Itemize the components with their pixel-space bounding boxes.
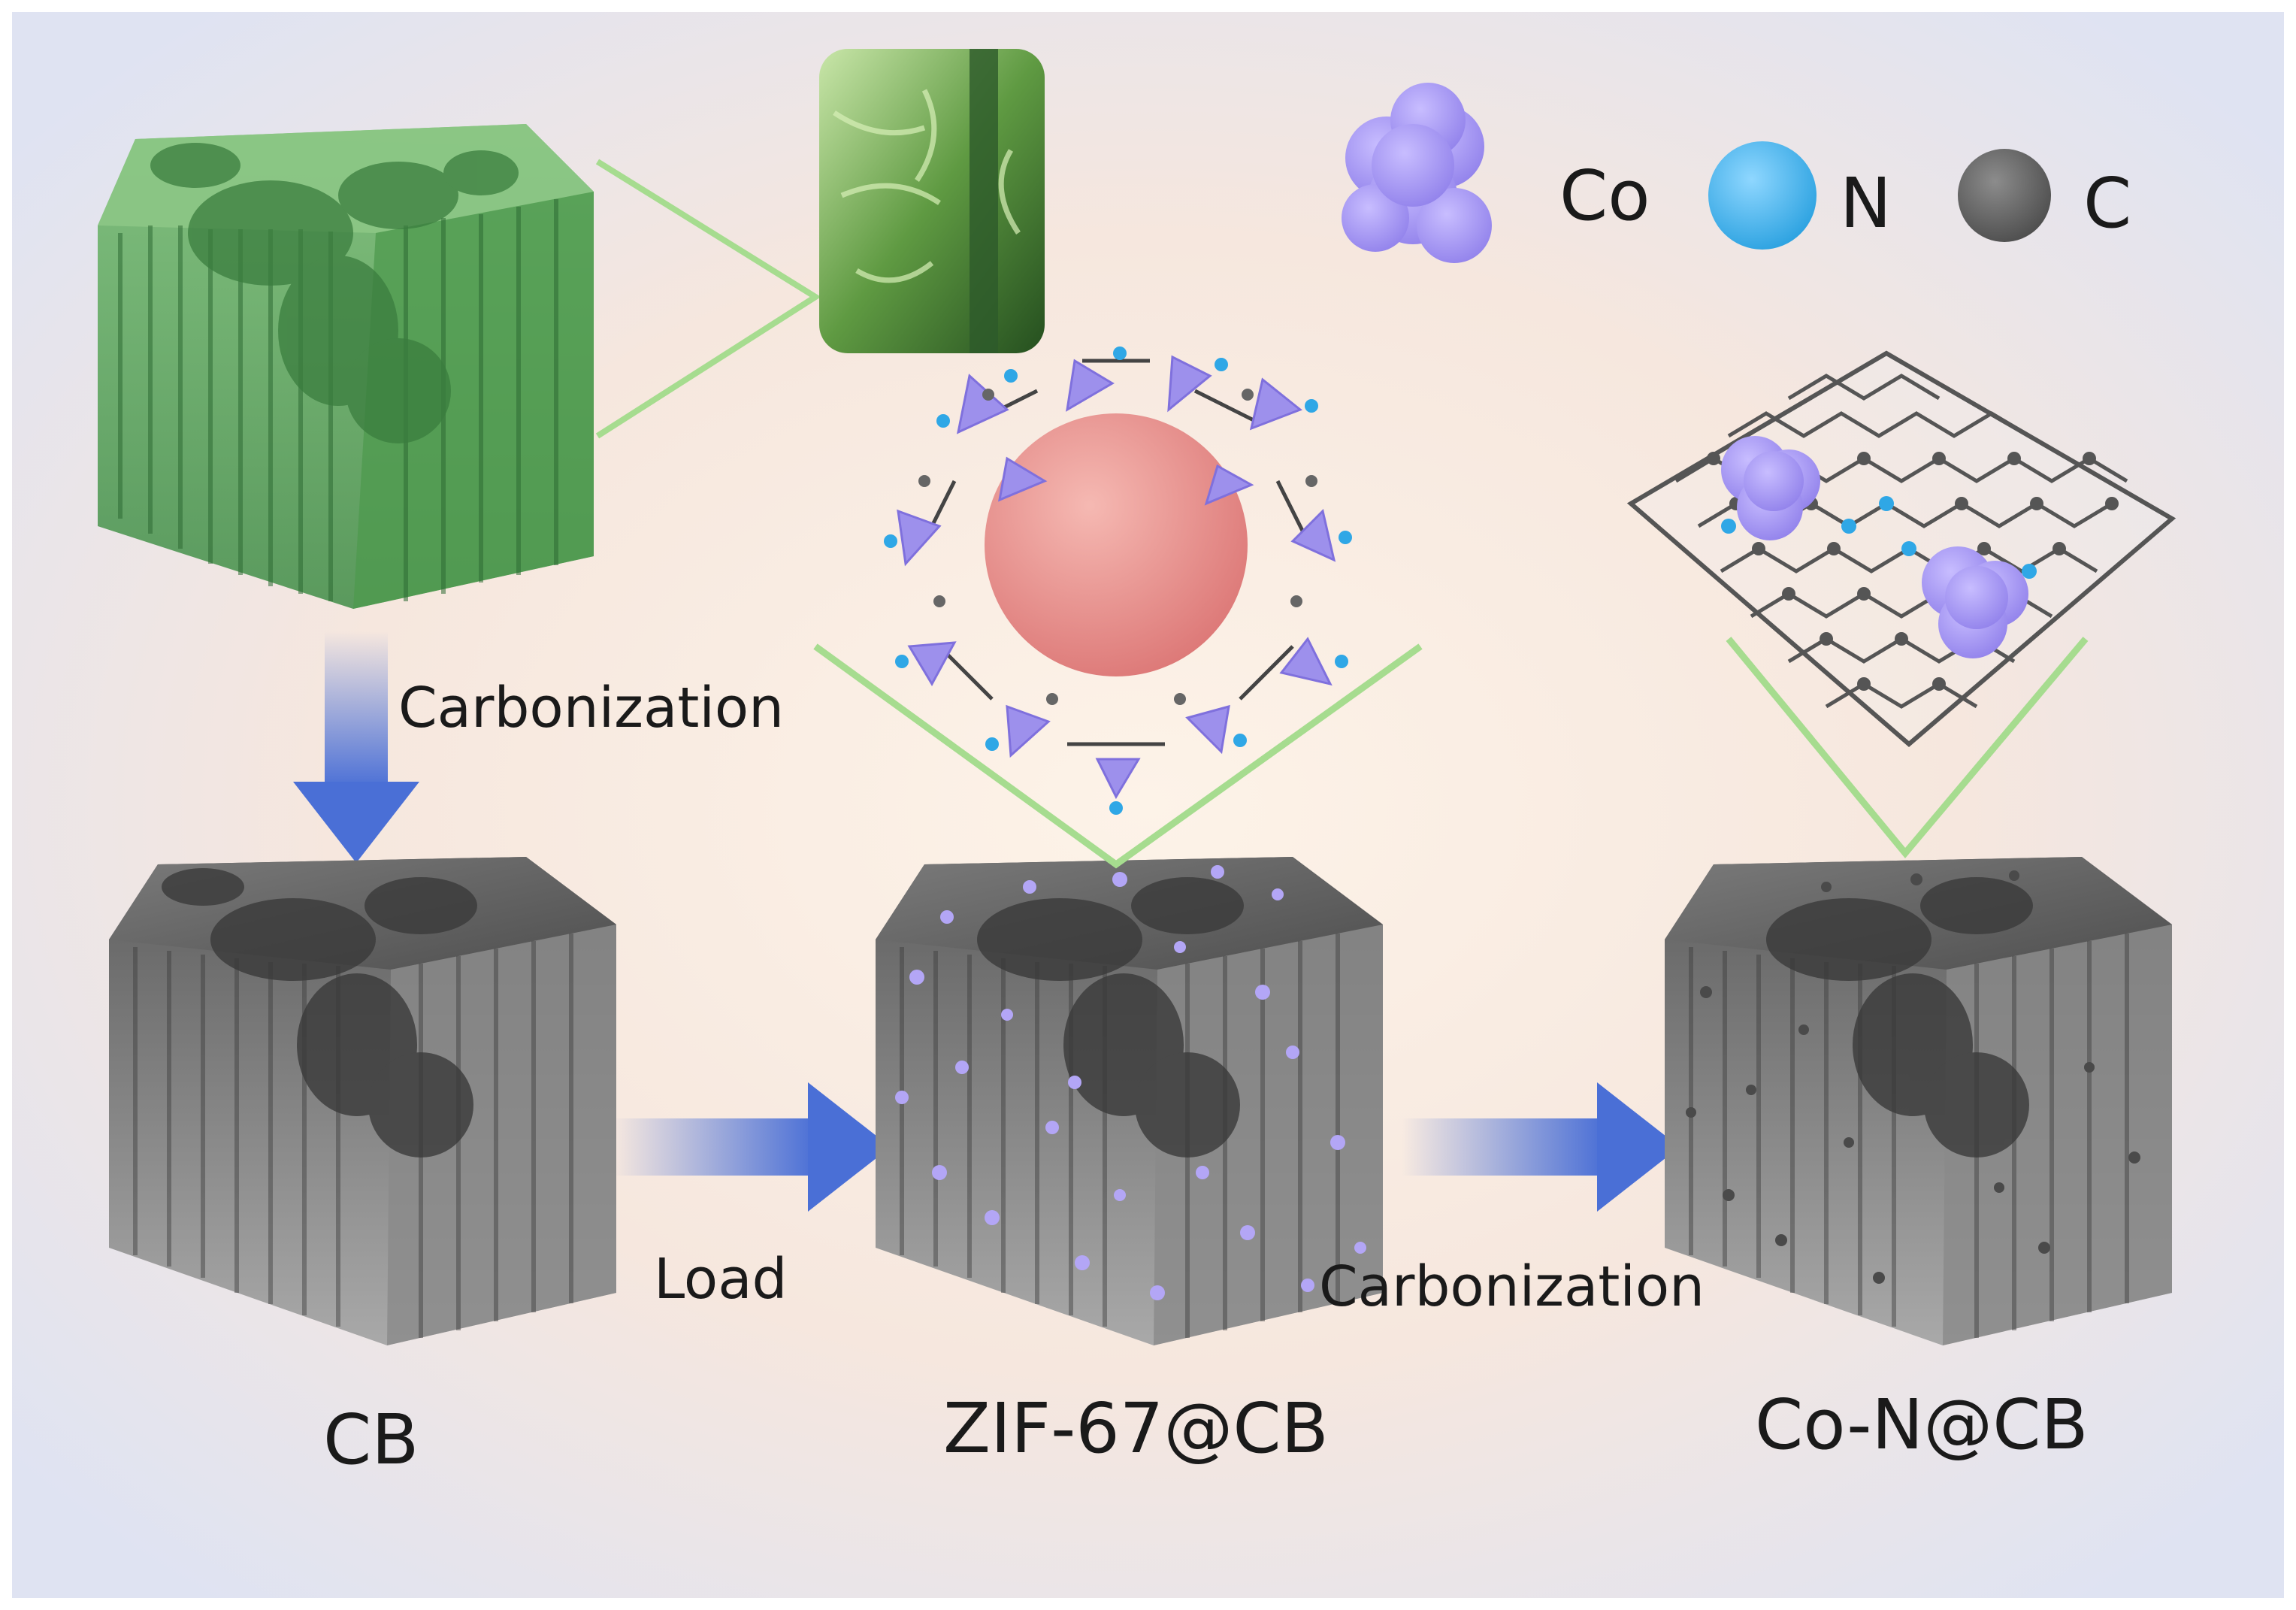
arrow-carbonization-right [1402, 1082, 1680, 1212]
step-label-load: Load [654, 1247, 788, 1312]
zif-connector [813, 643, 1423, 869]
zif-n-atoms [884, 347, 1352, 815]
bamboo-photo [819, 49, 1045, 353]
legend-n-ball [1708, 141, 1817, 250]
co-n-particles [1686, 870, 2140, 1284]
cb-block [109, 857, 616, 1345]
zif-particles [895, 865, 1366, 1300]
arrow-load [613, 1082, 891, 1212]
legend-label-co: Co [1559, 156, 1650, 236]
co-cluster-left [1721, 436, 1820, 540]
co-n-connector [1726, 637, 2089, 859]
legend-label-n: N [1840, 163, 1892, 244]
zif-c-atoms [918, 389, 1317, 705]
material-label-co-n-cb: Co-N@CB [1755, 1385, 2089, 1465]
zif-tetrahedra [897, 355, 1336, 800]
legend-label-c: C [2083, 163, 2132, 244]
material-label-cb: CB [323, 1400, 419, 1480]
zif-cavity-sphere [985, 413, 1248, 676]
legend-co-cluster [1342, 83, 1492, 263]
legend-c-ball [1958, 149, 2051, 242]
co-cluster-right [1922, 546, 2028, 658]
material-label-zif67-cb: ZIF-67@CB [943, 1388, 1329, 1469]
step-label-carbonization-1: Carbonization [398, 676, 785, 740]
zif67-cage [884, 347, 1352, 815]
co-n-cb-block [1665, 857, 2172, 1345]
co-n-graphene-sheet [1626, 350, 2177, 747]
zif-cb-block [876, 857, 1383, 1345]
legend [1342, 83, 2051, 263]
step-label-carbonization-2: Carbonization [1319, 1254, 1705, 1319]
bamboo-block [98, 124, 594, 609]
bamboo-connector [595, 159, 821, 439]
arrow-carbonization-down [293, 631, 419, 863]
